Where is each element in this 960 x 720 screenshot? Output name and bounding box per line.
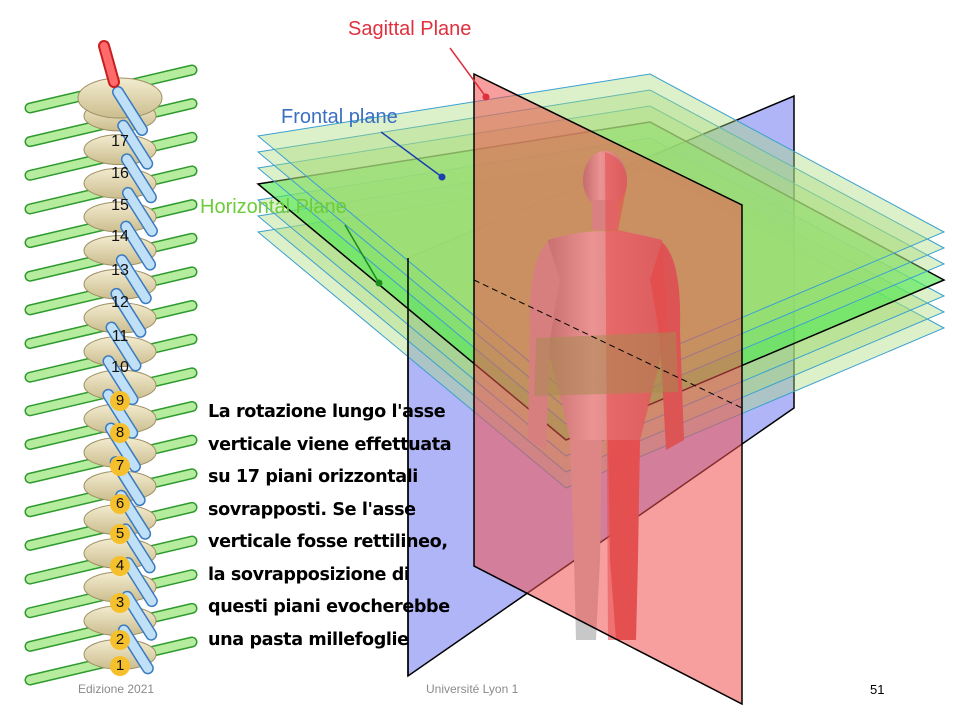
- frontal-plane-label: Frontal plane: [281, 106, 398, 128]
- caption-line: una pasta millefoglie: [208, 629, 409, 650]
- vertebra-number: 13: [111, 262, 129, 279]
- vertebra-number: 1: [110, 656, 130, 676]
- axis-segment-fill: [123, 188, 157, 236]
- caption-line: questi piani evocherebbe: [208, 597, 450, 617]
- caption-line: sovrapposti. Se l'asse: [208, 499, 416, 520]
- footer-edition: Edizione 2021: [78, 682, 155, 696]
- vertebra-number: 6: [110, 494, 130, 514]
- axis-segment-fill: [121, 222, 155, 270]
- vertebra-number: 8: [110, 423, 130, 443]
- horizontal-plane-label: Horizontal Plane: [200, 196, 347, 218]
- vertebra-number: 7: [110, 456, 130, 476]
- axis-segment-fill: [122, 592, 156, 640]
- vertebra-number: 16: [111, 165, 129, 182]
- vertebra-number: 15: [111, 197, 129, 214]
- axis-segment-fill: [117, 255, 151, 303]
- caption-line: su 17 piani orizzontali: [208, 467, 418, 487]
- axis-segment-fill: [118, 121, 152, 169]
- caption-line: la sovrapposizione di: [208, 564, 410, 585]
- caption-line: verticale viene effettuata: [208, 434, 452, 455]
- page-number: 51: [870, 682, 885, 697]
- vertebra-number: 4: [110, 556, 130, 576]
- vertebra-number: 9: [110, 391, 130, 411]
- axis-segment-fill: [122, 154, 156, 202]
- sagittal-plane-label: Sagittal Plane: [348, 18, 472, 40]
- axis-segment-fill: [106, 323, 140, 371]
- vertebra-number: 14: [111, 228, 129, 245]
- vertebra-number: 5: [110, 524, 130, 544]
- axis-segment-fill: [113, 87, 147, 135]
- axis-segment-fill: [103, 356, 137, 404]
- caption-line: La rotazione lungo l'asse: [208, 402, 446, 422]
- axis-segment-fill: [123, 558, 157, 606]
- vertebra-number: 11: [111, 328, 129, 345]
- vertebra-number: 12: [111, 294, 129, 311]
- caption-line: verticale fosse rettilineo,: [208, 532, 448, 552]
- top-axis-segment-fill: [100, 42, 118, 86]
- vertebra-number: 10: [111, 359, 129, 376]
- vertebra-number: 17: [111, 133, 129, 150]
- caption-text: La rotazione lungo l'asse verticale vien…: [208, 396, 498, 656]
- footer-university: Université Lyon 1: [426, 682, 519, 696]
- axis-segment-fill: [111, 289, 145, 337]
- vertebra-number: 3: [110, 593, 130, 613]
- vertebra-number: 2: [110, 630, 130, 650]
